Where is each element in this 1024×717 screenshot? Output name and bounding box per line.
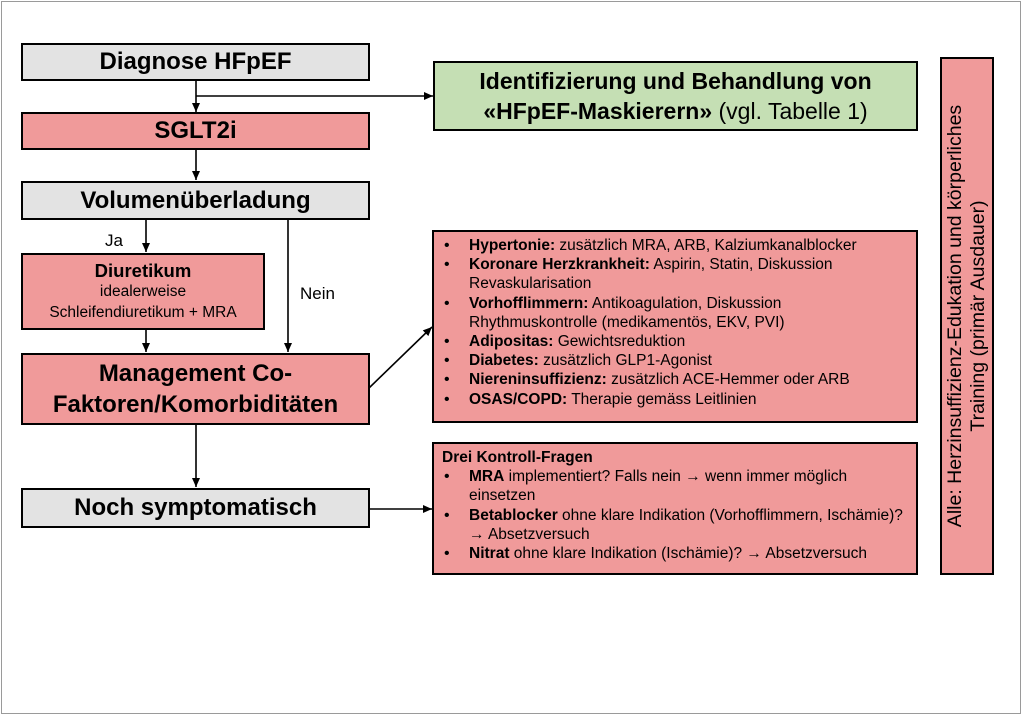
list-item: MRA implementiert? Falls nein → wenn imm… — [442, 467, 908, 505]
comorbidity-list-box: Hypertonie: zusätzlich MRA, ARB, Kalzium… — [432, 230, 918, 423]
list-item: Hypertonie: zusätzlich MRA, ARB, Kalzium… — [442, 236, 908, 255]
noch-label: Noch symptomatisch — [74, 494, 317, 521]
diuretikum-line2: Schleifendiuretikum + MRA — [49, 304, 237, 321]
list-item: Nitrat ohne klare Indikation (Ischämie)?… — [442, 544, 908, 563]
kontroll-title: Drei Kontroll-Fragen — [442, 449, 593, 466]
ja-label: Ja — [105, 231, 123, 250]
list-item: Diabetes: zusätzlich GLP1-Agonist — [442, 351, 908, 370]
list-item: Niereninsuffizienz: zusätzlich ACE-Hemme… — [442, 370, 908, 389]
diuretikum-title: Diuretikum — [94, 260, 192, 281]
list-item: Betablocker ohne klare Indikation (Vorho… — [442, 506, 908, 544]
list-item: Koronare Herzkrankheit: Aspirin, Statin,… — [442, 255, 908, 293]
side-note-line2: Training (primär Ausdauer) — [967, 200, 989, 432]
diuretikum-box: Diuretikum idealerweise Schleifendiureti… — [21, 253, 265, 330]
noch-box: Noch symptomatisch — [21, 488, 370, 528]
diagnose-label: Diagnose HFpEF — [99, 48, 292, 75]
side-note-text: Alle: Herzinsuffizienz-Edukation und kör… — [944, 66, 990, 566]
volumen-label: Volumenüberladung — [80, 186, 311, 214]
kontroll-box: Drei Kontroll-Fragen MRA implementiert? … — [432, 442, 918, 575]
management-line2: Faktoren/Komorbiditäten — [52, 391, 339, 418]
list-item: Vorhofflimmern: Antikoagulation, Diskuss… — [442, 294, 908, 332]
kontroll-list: MRA implementiert? Falls nein → wenn imm… — [442, 467, 908, 563]
list-item: Adipositas: Gewichtsreduktion — [442, 332, 908, 351]
volumen-box: Volumenüberladung — [21, 181, 370, 220]
sglt2i-box: SGLT2i — [21, 112, 370, 150]
identifizierung-line2-rest: (vgl. Tabelle 1) — [712, 98, 868, 124]
nein-label: Nein — [300, 284, 335, 303]
diagnose-box: Diagnose HFpEF — [21, 43, 370, 81]
list-item: OSAS/COPD: Therapie gemäss Leitlinien — [442, 390, 908, 409]
management-box: Management Co- Faktoren/Komorbiditäten — [21, 353, 370, 425]
identifizierung-box: Identifizierung und Behandlung von «HFpE… — [433, 61, 918, 131]
identifizierung-line1: Identifizierung und Behandlung von — [479, 68, 872, 94]
management-line1: Management Co- — [98, 360, 293, 387]
sglt2i-label: SGLT2i — [154, 117, 237, 144]
arrow-management-list — [368, 326, 433, 389]
diuretikum-line1: idealerweise — [99, 283, 187, 300]
identifizierung-line2: «HFpEF-Maskierern» (vgl. Tabelle 1) — [483, 96, 867, 126]
side-note-line1: Alle: Herzinsuffizienz-Edukation und kör… — [944, 104, 966, 528]
identifizierung-line2-bold: «HFpEF-Maskierern» — [483, 98, 713, 124]
comorbidity-list: Hypertonie: zusätzlich MRA, ARB, Kalzium… — [442, 236, 908, 409]
side-note-box: Alle: Herzinsuffizienz-Edukation und kör… — [940, 57, 994, 575]
